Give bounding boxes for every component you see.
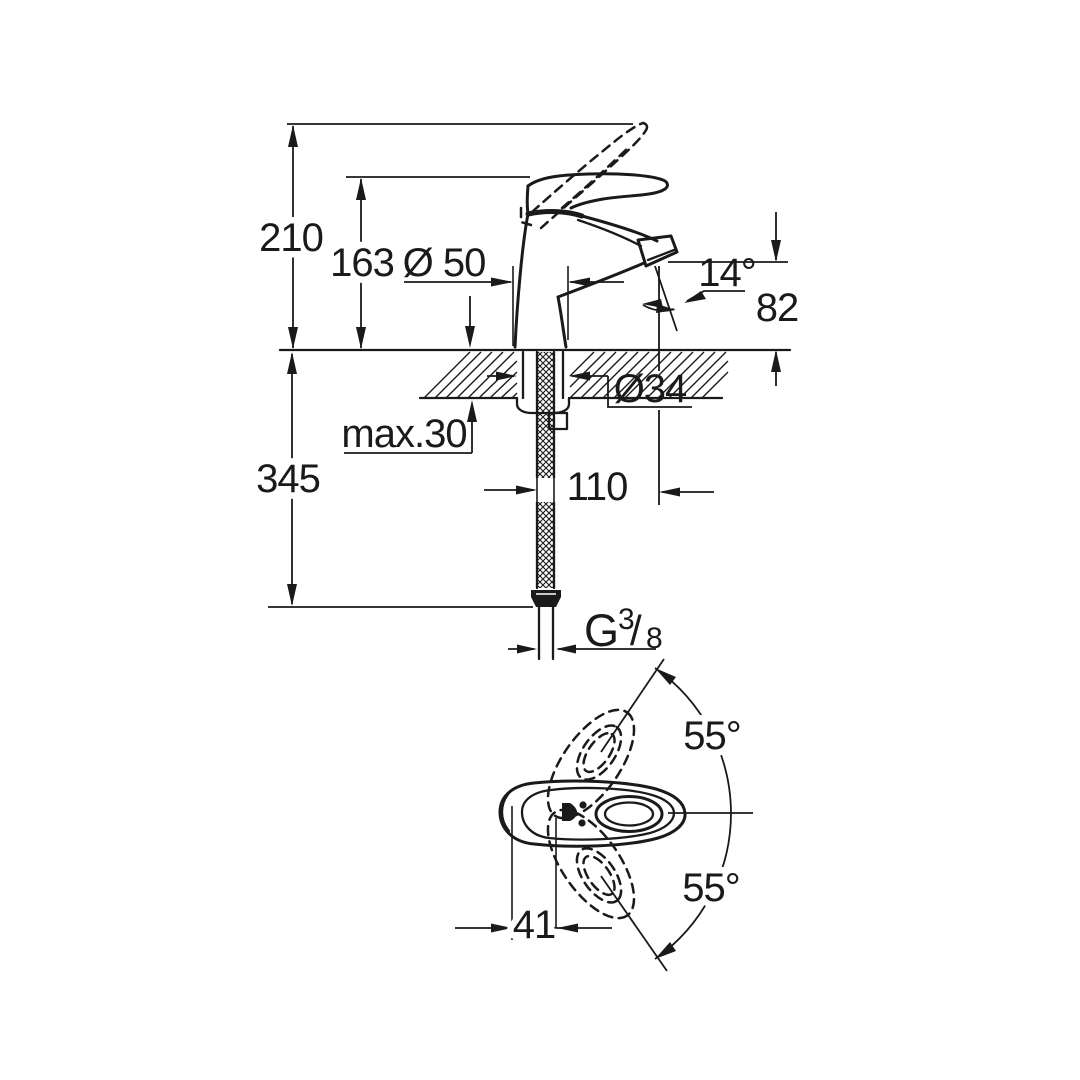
handle-hinge-mark xyxy=(519,206,533,227)
open-handle-tip xyxy=(641,121,649,132)
arrowhead-down xyxy=(465,326,475,348)
dim-total-height-210: 210 xyxy=(253,125,330,349)
top-inner-contour xyxy=(520,786,676,841)
arc-arrowhead-lower xyxy=(655,942,676,959)
aerator xyxy=(636,234,679,268)
arrowhead-up xyxy=(287,352,297,374)
handle-loop-inner xyxy=(603,801,655,827)
dim-label-max30: max.30 xyxy=(341,412,466,456)
arc-arrowhead-upper xyxy=(655,668,676,685)
label-leader-underline xyxy=(607,376,692,408)
deck-hatch-right xyxy=(569,351,729,399)
arrowhead-down xyxy=(771,240,781,262)
dim-label-163: 163 xyxy=(330,241,394,285)
dim-label-55-lower: 55° xyxy=(682,866,740,910)
dim-thread-g38: G 3 / 8 xyxy=(508,603,663,656)
dim-label-345: 345 xyxy=(256,457,320,501)
dim-outlet-height-82: 82 xyxy=(756,212,799,386)
dim-deck-thickness-max30: max.30 xyxy=(341,296,477,456)
outlet-tilted-axis xyxy=(654,265,678,332)
top-left-inner-arc xyxy=(500,791,511,833)
top-outer-contour xyxy=(498,779,687,848)
body-left-edge xyxy=(513,212,530,349)
arrowhead-left xyxy=(568,277,590,287)
thread-label-g: G xyxy=(584,605,619,656)
faucet-side-outline xyxy=(513,172,679,349)
spout-underside xyxy=(556,261,646,299)
spout-top-edge xyxy=(580,214,659,243)
handle-loop-outer xyxy=(594,795,664,833)
body-right-edge xyxy=(556,295,568,349)
handle-front-edge xyxy=(525,184,530,216)
hose-dimension-break xyxy=(535,478,556,502)
arrowhead-right xyxy=(516,485,537,495)
faucet-top-outline xyxy=(498,779,687,848)
handle-body-junction xyxy=(525,209,585,219)
arrowhead-left xyxy=(556,644,576,654)
detail-dot-bottom xyxy=(578,819,586,827)
open-handle-crease xyxy=(560,145,631,210)
handle-lever-outline xyxy=(526,172,669,210)
arc-arrowhead-right xyxy=(656,304,676,313)
reference-lines xyxy=(268,123,792,608)
thread-label-slash: / xyxy=(630,607,642,654)
swivel-arc xyxy=(654,667,732,960)
dim-center-offset-41: 41 xyxy=(455,806,612,954)
swivel-ray-upper xyxy=(600,658,665,753)
arrowhead-left xyxy=(557,923,578,933)
handle-swivel-dashed xyxy=(530,694,652,934)
dim-label-210: 210 xyxy=(259,216,323,260)
supply-hose xyxy=(531,350,561,661)
thread-label-numerator: 3 xyxy=(618,603,635,636)
arrowhead-down xyxy=(288,327,298,349)
arrowhead-right xyxy=(496,371,517,381)
side-view: 210 163 Ø 50 14° xyxy=(250,121,799,661)
arrowhead-right xyxy=(491,923,512,933)
arrowhead-up xyxy=(467,400,477,422)
leader-arrowhead xyxy=(684,291,706,303)
arrowhead-up xyxy=(771,350,781,372)
spout-inner-line xyxy=(576,218,643,248)
cartridge-marker xyxy=(562,803,577,821)
dim-label-110: 110 xyxy=(567,465,628,509)
dim-label-55-upper: 55° xyxy=(683,714,741,758)
arrowhead-right xyxy=(491,277,513,287)
dim-hose-length-345: 345 xyxy=(250,352,327,606)
open-handle-top-edge xyxy=(530,121,645,214)
aerator-outlet-line xyxy=(646,248,676,262)
hose-end-fitting xyxy=(531,590,561,607)
arrowhead-left xyxy=(569,371,590,381)
arrowhead-down xyxy=(356,327,366,349)
connection-tube xyxy=(537,605,555,661)
arrowhead-right xyxy=(517,644,537,654)
handle-position-up-dashed xyxy=(530,694,652,834)
arrowhead-up xyxy=(288,125,298,147)
dim-spout-angle-14: 14° xyxy=(642,251,788,505)
open-handle-bottom-edge xyxy=(539,128,648,230)
dim-label-14deg: 14° xyxy=(698,251,756,295)
swivel-ray-lower xyxy=(600,875,668,972)
arrowhead-down xyxy=(287,584,297,606)
dim-spout-reach-110: 110 xyxy=(484,465,714,509)
arrowhead-left xyxy=(659,487,680,497)
dim-base-diameter-50: Ø 50 xyxy=(403,241,624,346)
handle-open-position-dashed xyxy=(519,121,649,230)
arrowhead-up xyxy=(356,178,366,200)
dim-hole-diameter-34: Ø34 xyxy=(487,367,692,411)
dim-label-diameter-34: Ø34 xyxy=(614,367,687,411)
dim-handle-height-163: 163 xyxy=(324,178,401,349)
hose-braid-texture xyxy=(537,352,554,588)
hose-edges xyxy=(535,350,556,590)
dim-label-diameter-50: Ø 50 xyxy=(403,241,486,285)
thread-label-denominator: 8 xyxy=(646,622,663,655)
top-view: 55° 55° 41 xyxy=(455,658,753,972)
dim-swivel-angles-55: 55° 55° xyxy=(600,658,753,972)
threaded-shank-walls xyxy=(521,350,565,400)
dim-label-82: 82 xyxy=(756,286,799,330)
dim-label-41: 41 xyxy=(513,903,556,947)
detail-dot-top xyxy=(579,801,587,809)
